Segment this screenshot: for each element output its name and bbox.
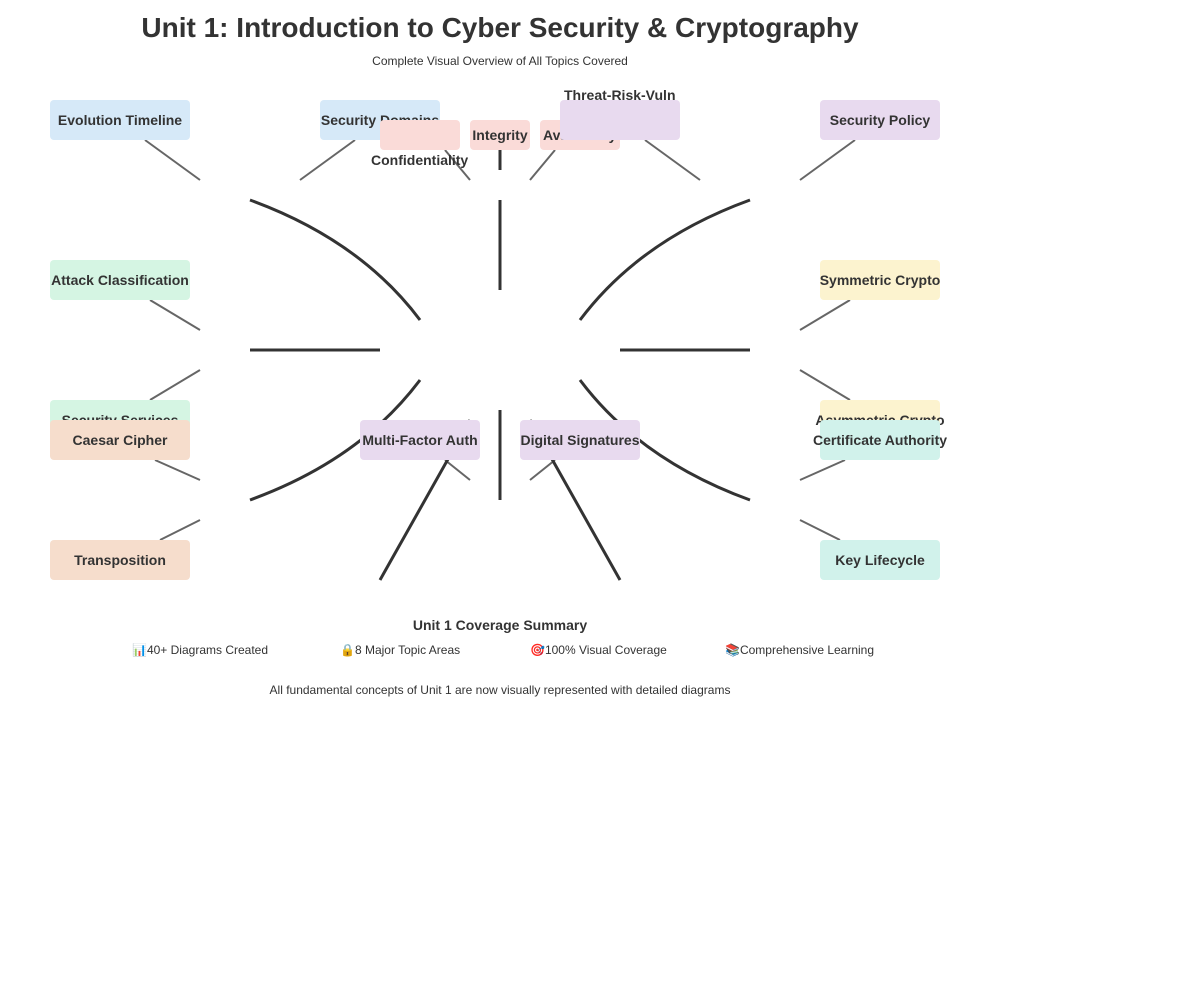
spoke-upper-left <box>249 198 422 321</box>
node-threat-risk-vuln-label: Threat-Risk-Vuln <box>564 87 676 103</box>
books-icon: 📚 <box>725 643 740 657</box>
node-attack-classification[interactable]: Attack Classification <box>50 260 190 300</box>
connector-multi-factor <box>444 459 471 481</box>
connector-caesar-cipher <box>154 459 201 481</box>
node-multi-factor-auth[interactable]: Multi-Factor Auth <box>360 420 480 460</box>
node-symmetric-crypto[interactable]: Symmetric Crypto <box>820 260 940 300</box>
page-subtitle: Complete Visual Overview of All Topics C… <box>372 54 628 68</box>
stat-label: 100% Visual Coverage <box>544 643 667 657</box>
concept-map-svg <box>144 139 856 581</box>
summary-note: All fundamental concepts of Unit 1 are n… <box>269 683 731 697</box>
lock-icon: 🔒 <box>340 643 355 657</box>
connector-cia-right <box>529 149 556 181</box>
stat-comprehensive: 📚Comprehensive Learning <box>725 643 874 657</box>
node-caesar-cipher[interactable]: Caesar Cipher <box>50 420 190 460</box>
connector-security-services <box>149 369 201 401</box>
connector-key-lifecycle <box>799 519 841 541</box>
connector-security-policy <box>799 139 856 181</box>
connector-asymmetric-crypto <box>799 369 851 401</box>
stat-diagrams: 📊40+ Diagrams Created <box>132 643 268 657</box>
node-transposition[interactable]: Transposition <box>50 540 190 580</box>
stat-label: 8 Major Topic Areas <box>354 643 461 657</box>
target-icon: 🎯 <box>530 643 545 657</box>
node-key-lifecycle[interactable]: Key Lifecycle <box>820 540 940 580</box>
stat-label: 40+ Diagrams Created <box>146 643 269 657</box>
node-threat-risk-vuln-box[interactable] <box>560 100 680 140</box>
spoke-lower-left <box>249 379 422 502</box>
node-integrity[interactable]: Integrity <box>470 120 530 150</box>
stat-topic-areas: 🔒8 Major Topic Areas <box>340 643 460 657</box>
spoke-lower-right <box>578 379 751 502</box>
connector-evolution-timeline <box>144 139 201 181</box>
connector-threat-risk <box>644 139 701 181</box>
bar-chart-icon: 📊 <box>132 643 147 657</box>
node-confidentiality-box[interactable] <box>380 120 460 150</box>
node-evolution-timeline[interactable]: Evolution Timeline <box>50 100 190 140</box>
stat-label: Comprehensive Learning <box>739 643 875 657</box>
node-digital-signatures[interactable]: Digital Signatures <box>520 420 640 460</box>
page-title: Unit 1: Introduction to Cyber Security &… <box>141 12 859 43</box>
spoke-lines <box>249 150 751 581</box>
stat-visual-coverage: 🎯100% Visual Coverage <box>530 643 667 657</box>
connector-security-domains <box>299 139 356 181</box>
spoke-upper-right <box>578 198 751 321</box>
connector-digital-signatures <box>529 459 556 481</box>
connector-attack-classification <box>149 299 201 331</box>
connector-lines <box>144 139 856 541</box>
connector-transposition <box>159 519 201 541</box>
connector-cia-left <box>444 149 471 181</box>
node-certificate-authority[interactable]: Certificate Authority <box>813 420 947 460</box>
node-confidentiality-label: Confidentiality <box>371 152 469 168</box>
node-security-policy[interactable]: Security Policy <box>820 100 940 140</box>
connector-symmetric-crypto <box>799 299 851 331</box>
connector-certificate-authority <box>799 459 846 481</box>
summary-title: Unit 1 Coverage Summary <box>412 617 588 633</box>
